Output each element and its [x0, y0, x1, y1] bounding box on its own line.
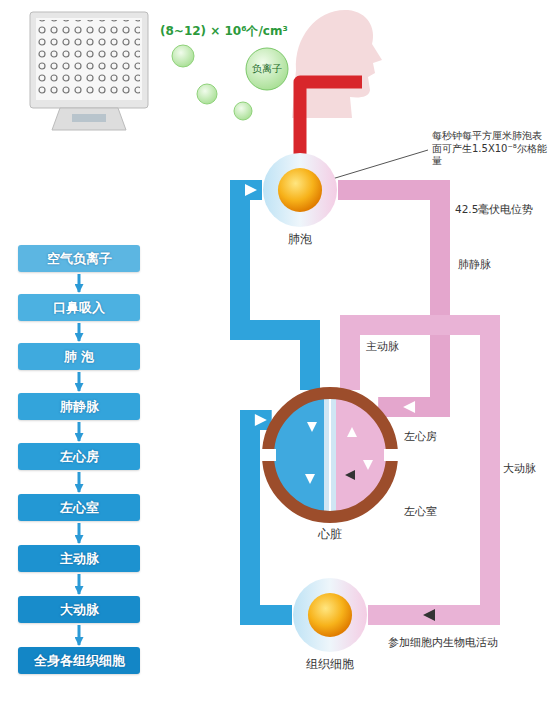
box-label: 空气负离子 — [47, 250, 112, 268]
cell-circle: 组织细胞 — [292, 577, 368, 653]
connector-path — [78, 372, 81, 391]
connector-path — [78, 472, 81, 492]
flow-arrow — [79, 422, 80, 441]
flow-arrow — [79, 472, 80, 492]
part-label: 42.5毫伏电位势 — [455, 203, 533, 216]
part-label: 肺静脉 — [458, 258, 491, 272]
leader-line — [322, 150, 428, 182]
process-box: 左心室 — [18, 494, 140, 521]
drawing-part — [52, 108, 126, 130]
drawing-part — [36, 18, 142, 100]
drawing-part — [172, 45, 194, 67]
drawing-part — [234, 102, 252, 120]
box-label: 肺 泡 — [64, 348, 95, 366]
arrowhead — [423, 609, 435, 621]
part-label: 主动脉 — [366, 340, 399, 354]
drawing-part — [30, 12, 148, 108]
arrowhead — [403, 401, 415, 413]
connector-path — [78, 523, 81, 543]
node-label: 负离子 — [252, 62, 282, 76]
process-box: 口鼻吸入 — [18, 294, 140, 321]
part-label: 左心室 — [404, 505, 437, 519]
connector-path — [78, 323, 81, 341]
node-label: 组织细胞 — [262, 656, 398, 673]
process-box: 全身各组织细胞 — [18, 647, 140, 674]
monitor-icon — [30, 12, 148, 130]
process-box: 肺 泡 — [18, 343, 140, 370]
part-label: 左心房 — [404, 430, 437, 444]
flow-arrow — [79, 523, 80, 543]
cell-circle: 肺泡 — [262, 152, 338, 228]
heart-node: 心脏 — [262, 387, 398, 523]
connector-path — [78, 422, 81, 441]
node-shape — [262, 387, 398, 523]
node-label: 心脏 — [232, 526, 428, 543]
flow-arrow — [79, 574, 80, 594]
flow-arrow — [79, 625, 80, 645]
process-box: 左心房 — [18, 443, 140, 470]
node-label: 肺泡 — [232, 231, 368, 248]
arrowhead — [245, 184, 257, 196]
ion-bubble: 负离子 — [245, 47, 289, 91]
node-shape — [262, 152, 338, 228]
connector-path — [78, 574, 81, 594]
box-label: 肺静脉 — [60, 398, 99, 416]
box-label: 全身各组织细胞 — [34, 652, 125, 670]
node-shape — [292, 577, 368, 653]
drawing-part — [38, 20, 140, 98]
box-label: 左心房 — [60, 448, 99, 466]
density-note: (8~12) × 10⁶个/cm³ — [160, 24, 288, 39]
box-label: 大动脉 — [60, 601, 99, 619]
ion-bubbles — [172, 45, 252, 120]
drawing-part — [72, 114, 106, 122]
process-box: 大动脉 — [18, 596, 140, 623]
arrowhead — [255, 414, 267, 426]
box-label: 口鼻吸入 — [53, 299, 105, 317]
box-label: 左心室 — [60, 499, 99, 517]
box-label: 主动脉 — [60, 550, 99, 568]
process-box: 空气负离子 — [18, 245, 140, 272]
part-label: 大动脉 — [503, 462, 536, 476]
process-box: 主动脉 — [18, 545, 140, 572]
flow-arrow — [79, 372, 80, 391]
connector-path — [78, 274, 81, 292]
flow-arrow — [79, 323, 80, 341]
process-box: 肺静脉 — [18, 393, 140, 420]
flow-arrow — [79, 274, 80, 292]
connector-path — [78, 625, 81, 645]
part-label: 参加细胞内生物电活动 — [388, 636, 498, 650]
drawing-part — [197, 84, 217, 104]
callout-note: 每秒钟每平方厘米肺泡表面可产生1.5X10⁻⁸尔格能量 — [432, 130, 550, 168]
